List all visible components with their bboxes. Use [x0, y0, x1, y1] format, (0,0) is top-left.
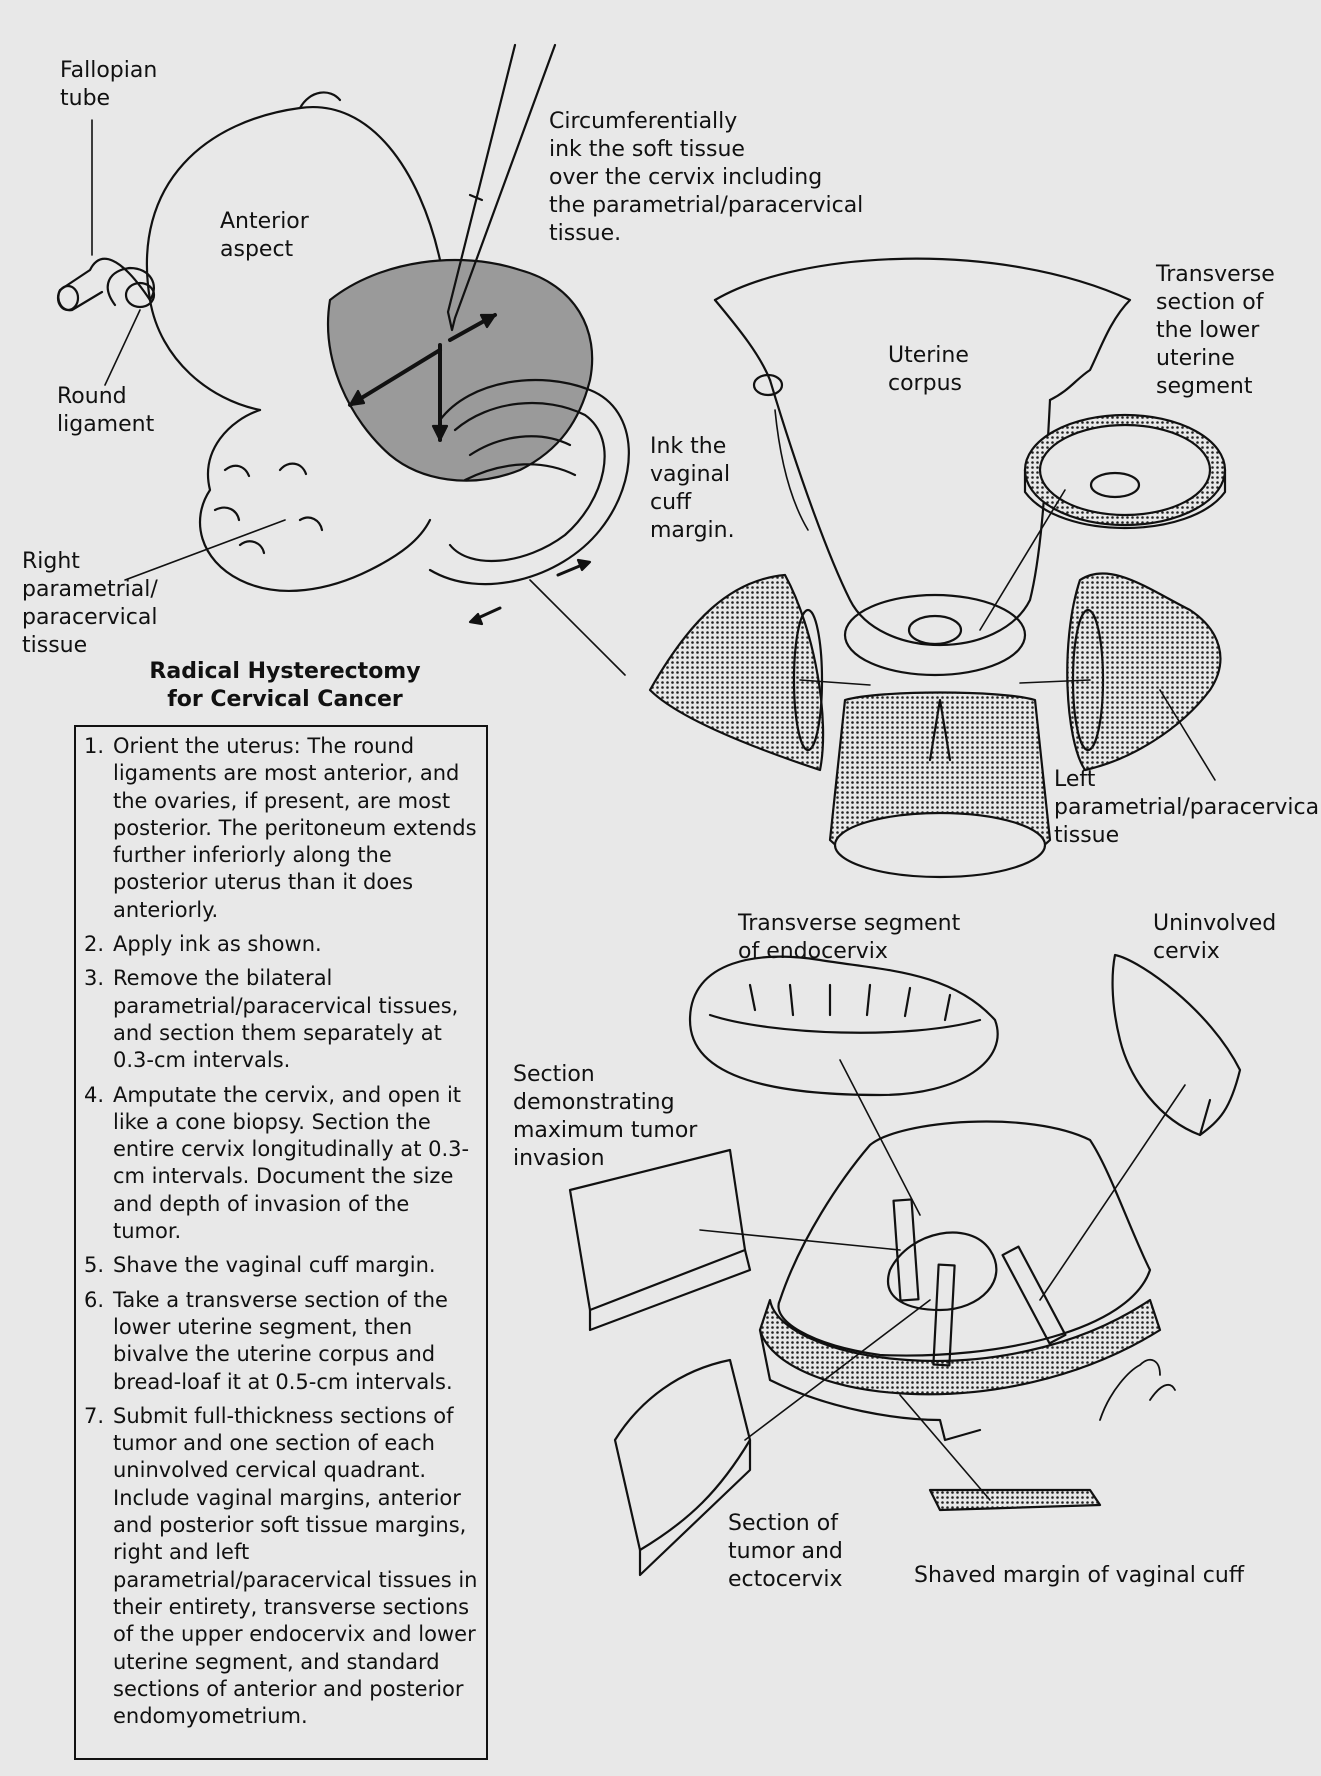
left-parametrium [1066, 572, 1222, 772]
leader-uninvolved [1039, 1084, 1186, 1301]
step-item: 3. Remove the bilateral parametrial/parac… [84, 965, 478, 1074]
uninvolved-cervix-wedge [1111, 953, 1242, 1137]
leader-max-tumor [699, 1229, 901, 1251]
leader-param-r [799, 679, 871, 686]
round-ligament-end [124, 281, 156, 309]
leader-ecto [744, 1299, 931, 1441]
step-text: Shave the vaginal cuff margin. [113, 1253, 436, 1278]
intact-uterus-drawing [56, 43, 630, 676]
label-round-ligament: Round ligament [57, 384, 155, 437]
step-text: Apply ink as shown. [113, 932, 322, 957]
step-number: 5. [84, 1253, 105, 1278]
leader-shaved [899, 1394, 991, 1501]
corpus-cut-disk [843, 593, 1027, 677]
label-right-parametrial: Right parametrial/ paracervical tissue [22, 549, 158, 658]
label-transverse-endocervix: Transverse segment of endocervix [738, 911, 961, 964]
right-parametrium-piece [648, 573, 825, 772]
cuff-arrow-2 [476, 606, 502, 620]
step-number: 1. [84, 734, 105, 758]
step-number: 7. [84, 1403, 105, 1428]
procedure-steps-box: 1. Orient the uterus: The round ligaments… [74, 725, 488, 1760]
ink-arrow-left [348, 348, 442, 407]
corpus-outline [713, 257, 1132, 402]
step-item: 4. Amputate the cervix, and open it like … [84, 1082, 478, 1246]
label-circumferential-ink: Circumferentially ink the soft tissue ov… [549, 109, 864, 246]
label-max-tumor-section: Section demonstrating maximum tumor inva… [513, 1062, 698, 1171]
corpus-body [768, 378, 1052, 647]
tube-end [56, 284, 80, 312]
max-tumor-block [568, 1148, 747, 1312]
vaginal-cuff-outer [428, 378, 630, 586]
leader-round-lig [104, 309, 141, 386]
corpus-dissection-drawing [648, 257, 1227, 879]
leader-left-param [1159, 689, 1216, 781]
ink-pen [446, 43, 557, 332]
label-anterior-aspect: Anterior aspect [220, 209, 309, 262]
cervix-rim [758, 1298, 1162, 1396]
uterus-fundus-bump [298, 91, 342, 110]
step-text: Orient the uterus: The round ligaments a… [113, 734, 477, 922]
leader-lus [979, 489, 1066, 631]
step-item: 1. Orient the uterus: The round ligaments… [84, 733, 478, 924]
label-shaved-margin: Shaved margin of vaginal cuff [914, 1563, 1244, 1588]
step-item: 6. Take a transverse section of the lower… [84, 1287, 478, 1396]
right-parametrium [198, 408, 432, 592]
step-item: 5. Shave the vaginal cuff margin. [84, 1252, 478, 1279]
round-ligament [106, 266, 156, 307]
leader-endocervix [839, 1059, 921, 1216]
step-number: 3. [84, 966, 105, 991]
label-uninvolved-cervix: Uninvolved cervix [1153, 911, 1277, 964]
cervix-sections-drawing [568, 953, 1242, 1577]
vaginal-cuff-inner [448, 401, 606, 563]
endocervix-segment [688, 955, 999, 1097]
leader-param-l [1019, 679, 1091, 684]
cuff-arrow-1 [556, 563, 584, 577]
tumor-mass [887, 1231, 998, 1312]
procedure-steps-list: 1. Orient the uterus: The round ligaments… [84, 733, 478, 1730]
opened-cervix [777, 1120, 1152, 1357]
step-text: Submit full-thickness sections of tumor … [113, 1403, 478, 1729]
label-fallopian-tube: Fallopian tube [60, 58, 158, 111]
shaved-margin-strip [928, 1488, 1102, 1512]
step-number: 6. [84, 1287, 105, 1312]
label-transverse-lower-segment: Transverse section of the lower uterine … [1156, 262, 1275, 399]
cut-mark-3 [1001, 1245, 1067, 1345]
cervix-barrel-bottom [833, 811, 1047, 879]
step-text: Take a transverse section of the lower u… [113, 1287, 453, 1394]
diagram-title: Radical Hysterectomy for Cervical Cancer [149, 659, 421, 712]
step-text: Remove the bilateral parametrial/paracer… [113, 966, 459, 1073]
step-text: Amputate the cervix, and open it like a … [113, 1082, 470, 1244]
step-number: 2. [84, 932, 105, 957]
cervix-soft-tissue [326, 258, 594, 482]
leader-cuff [529, 579, 626, 676]
cut-mark-1 [892, 1198, 920, 1302]
corpus-tube-left [752, 373, 784, 397]
corpus-line [774, 409, 809, 531]
leader-right-param [124, 519, 286, 581]
cut-mark-2 [932, 1263, 956, 1367]
label-left-parametrial: Left parametrial/paracervical tissue [1054, 767, 1321, 848]
step-item: 2. Apply ink as shown. [84, 931, 478, 958]
label-ink-vaginal-cuff: Ink the vaginal cuff margin. [650, 434, 735, 543]
step-number: 4. [84, 1082, 105, 1107]
lus-disk-inner [1038, 423, 1212, 517]
label-uterine-corpus: Uterine corpus [888, 343, 969, 396]
label-tumor-ectocervix: Section of tumor and ectocervix [728, 1511, 843, 1592]
step-item: 7. Submit full-thickness sections of tumo… [84, 1403, 478, 1731]
artist-signature [1099, 1358, 1176, 1421]
